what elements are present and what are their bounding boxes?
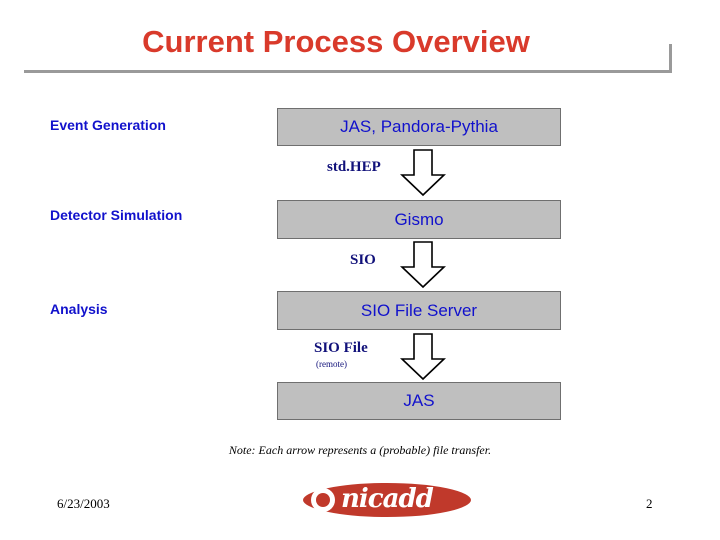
arrow-label-sio-file: SIO File (314, 340, 368, 356)
footer-date: 6/23/2003 (57, 496, 110, 511)
arrow-label-stdhep: std.HEP (327, 159, 381, 175)
title-bar: Current Process Overview (0, 22, 672, 74)
block-arrow-down-3 (400, 333, 446, 386)
nicadd-logo: nicadd (301, 480, 473, 520)
row-label-event-generation: Event Generation (50, 117, 166, 133)
page-title: Current Process Overview (142, 24, 530, 59)
arrow-sublabel-remote: (remote) (316, 359, 347, 369)
process-box-detector-simulation: Gismo (277, 200, 561, 239)
process-box-jas: JAS (277, 382, 561, 420)
row-label-analysis: Analysis (50, 301, 108, 317)
diagram-note: Note: Each arrow represents a (probable)… (228, 443, 492, 457)
nicadd-logo-graphic (301, 481, 473, 519)
nicadd-logo-text: nicadd (341, 484, 434, 514)
title-divider (24, 70, 672, 73)
footer-page-number: 2 (646, 496, 653, 511)
row-label-detector-simulation: Detector Simulation (50, 207, 183, 223)
title-divider-end-tick (669, 44, 672, 73)
block-arrow-down-2 (400, 241, 446, 294)
block-arrow-down-1 (400, 149, 446, 202)
arrow-label-sio: SIO (350, 252, 376, 268)
process-box-event-generation: JAS, Pandora-Pythia (277, 108, 561, 146)
process-box-analysis: SIO File Server (277, 291, 561, 330)
